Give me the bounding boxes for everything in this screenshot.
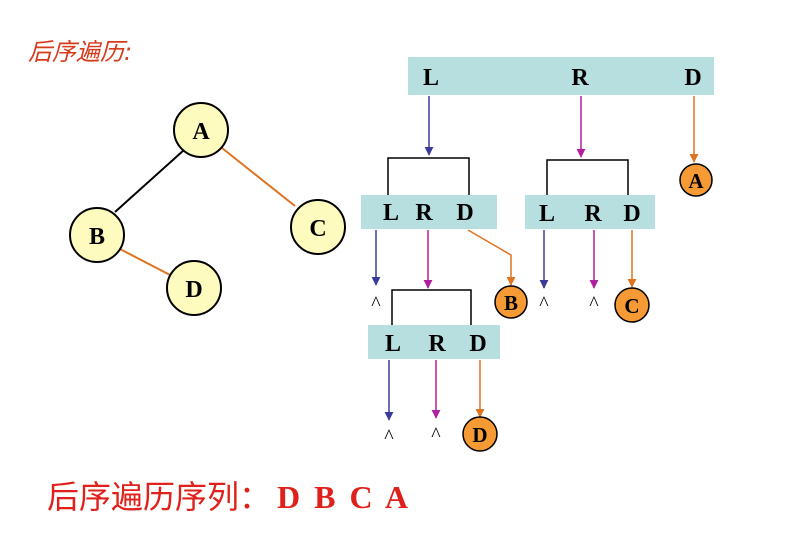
- null-mark-b-left: ^: [371, 293, 381, 315]
- lrd-box-d: L R D: [368, 325, 500, 359]
- edge-b-d: [117, 247, 173, 277]
- lrd-root-l: L: [423, 65, 439, 91]
- lrd-d-l: L: [385, 331, 401, 357]
- lrd-root-r: R: [571, 65, 589, 91]
- arrow-b-visit: [467, 229, 516, 286]
- lrd-d-r: R: [428, 331, 446, 357]
- tree-node-b: B: [69, 207, 125, 263]
- lrd-b-l: L: [383, 200, 399, 226]
- tree-node-c: C: [290, 199, 346, 255]
- tree-node-d: D: [166, 260, 222, 316]
- lrd-b-d: D: [456, 200, 473, 226]
- bracket-c: [546, 159, 629, 195]
- tree-node-d-label: D: [185, 277, 202, 303]
- null-mark-d-right: ^: [431, 424, 441, 446]
- null-mark-c-right: ^: [589, 293, 599, 315]
- tree-node-c-label: C: [309, 216, 326, 242]
- lrd-box-root: L R D: [408, 57, 714, 95]
- sequence-label: 后序遍历序列：: [47, 478, 272, 516]
- visited-c-label: C: [624, 294, 639, 318]
- visited-a-label: A: [688, 169, 704, 193]
- visited-node-d: D: [462, 416, 498, 452]
- null-mark-c-left: ^: [539, 293, 549, 315]
- lrd-root-d: D: [684, 65, 701, 91]
- bracket-d: [391, 289, 472, 325]
- bracket-b: [387, 157, 470, 195]
- visited-d-label: D: [472, 423, 487, 447]
- lrd-c-d: D: [623, 201, 640, 227]
- tree-node-a: A: [173, 102, 229, 158]
- lrd-box-b: L R D: [361, 195, 497, 229]
- edge-a-c: [221, 147, 296, 207]
- visited-node-c: C: [614, 287, 650, 323]
- lrd-c-r: R: [584, 201, 602, 227]
- tree-node-b-label: B: [89, 224, 105, 250]
- tree-node-a-label: A: [192, 119, 210, 145]
- lrd-d-d: D: [469, 331, 486, 357]
- binary-tree: A B C D: [69, 102, 346, 316]
- lrd-c-l: L: [539, 201, 555, 227]
- page-heading: 后序遍历:: [28, 38, 133, 66]
- visited-node-a: A: [679, 163, 713, 197]
- postorder-sequence: 后序遍历序列：D B C A: [47, 472, 408, 518]
- null-mark-d-left: ^: [384, 426, 394, 448]
- visited-b-label: B: [504, 291, 518, 315]
- sequence-letters: D B C A: [277, 479, 408, 515]
- visited-node-b: B: [494, 285, 528, 319]
- lrd-b-r: R: [415, 200, 433, 226]
- lrd-box-c: L R D: [525, 195, 655, 229]
- edge-a-b: [114, 149, 185, 213]
